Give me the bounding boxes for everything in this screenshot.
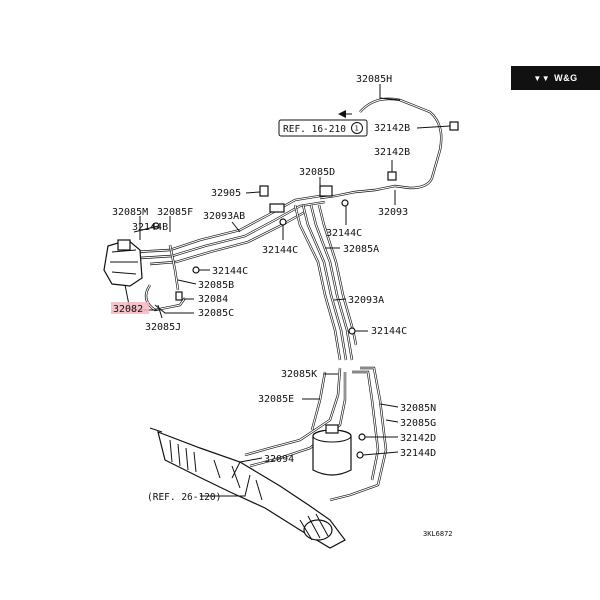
label-32144B: 32144B — [132, 222, 168, 233]
bolt-32144C-d — [348, 327, 356, 335]
bolt-32144D — [356, 451, 364, 459]
label-32144C-d: 32144C — [371, 326, 407, 337]
leader-32144B — [133, 225, 159, 233]
clamp-32142D — [358, 433, 366, 441]
reservoir-32094 — [312, 424, 352, 476]
label-32144C-b: 32144C — [326, 228, 362, 239]
leader-32085H — [379, 84, 401, 101]
clamp-32142B-a — [449, 121, 459, 131]
brand-badge-text: W&G — [554, 73, 578, 83]
label-32093AB: 32093AB — [203, 211, 245, 222]
label-32144C-c: 32144C — [212, 266, 248, 277]
label-32905: 32905 — [211, 188, 241, 199]
label-32142B-b: 32142B — [374, 147, 410, 158]
label-32085J: 32085J — [145, 322, 181, 333]
ref-upper-circle-text: 1 — [355, 125, 359, 133]
leader-32085B — [177, 279, 197, 285]
leader-32085G — [385, 419, 399, 423]
label-32093A: 32093A — [348, 295, 384, 306]
pump-block-32082 — [103, 239, 143, 287]
leader-32093A — [333, 298, 347, 301]
brand-badge: ▼▼ W&G — [511, 66, 600, 90]
label-32085K: 32085K — [281, 369, 317, 380]
label-32085D: 32085D — [299, 167, 335, 178]
bolt-32144C-b — [341, 199, 349, 207]
leader-32142B-a — [416, 125, 451, 129]
leader-ref26 — [200, 474, 251, 497]
label-32085H: 32085H — [356, 74, 392, 85]
label-32085N: 32085N — [400, 403, 436, 414]
ref-upper-circle — [351, 122, 363, 134]
ref-lower-text: (REF. 26-120) — [147, 492, 221, 503]
label-32093: 32093 — [378, 207, 408, 218]
arrow-icon — [338, 110, 346, 118]
bolt-32144C-a — [279, 218, 287, 226]
label-32142D: 32142D — [400, 433, 436, 444]
label-32085A: 32085A — [343, 244, 379, 255]
highlight-32082 — [111, 302, 149, 314]
wg-logo-icon: ▼▼ — [533, 73, 551, 83]
leader-32085J — [157, 304, 163, 319]
label-32085B: 32085B — [198, 280, 234, 291]
ref-box-upper — [278, 119, 368, 137]
fitting-32084 — [175, 291, 183, 301]
leader-32085N — [379, 403, 399, 408]
ref-upper-text: REF. 16-210 — [283, 124, 346, 135]
label-32085C: 32085C — [198, 308, 234, 319]
bolt-32905 — [259, 185, 269, 197]
clamp-32142B-b — [387, 171, 397, 181]
label-32085M: 32085M — [112, 207, 148, 218]
leader-32144D — [362, 451, 399, 456]
bracket-32085D-b — [269, 203, 285, 213]
leader-32905 — [245, 191, 261, 194]
label-32142B-a: 32142B — [374, 123, 410, 134]
steering-rack — [149, 427, 346, 549]
label-32084: 32084 — [198, 294, 228, 305]
label-32085G: 32085G — [400, 418, 436, 429]
bolt-32144C-c — [192, 266, 200, 274]
label-32094: 32094 — [264, 454, 294, 465]
leader-32093AB — [231, 221, 241, 233]
leader-32094 — [239, 457, 263, 463]
label-32144C-a: 32144C — [262, 245, 298, 256]
label-32144D: 32144D — [400, 448, 436, 459]
bracket-32085D — [319, 185, 333, 197]
label-32085F: 32085F — [157, 207, 193, 218]
footer-code: 3KL6872 — [423, 530, 453, 538]
label-32082: 32082 — [113, 304, 143, 315]
pipe-32085N — [352, 370, 380, 481]
label-32085E: 32085E — [258, 394, 294, 405]
